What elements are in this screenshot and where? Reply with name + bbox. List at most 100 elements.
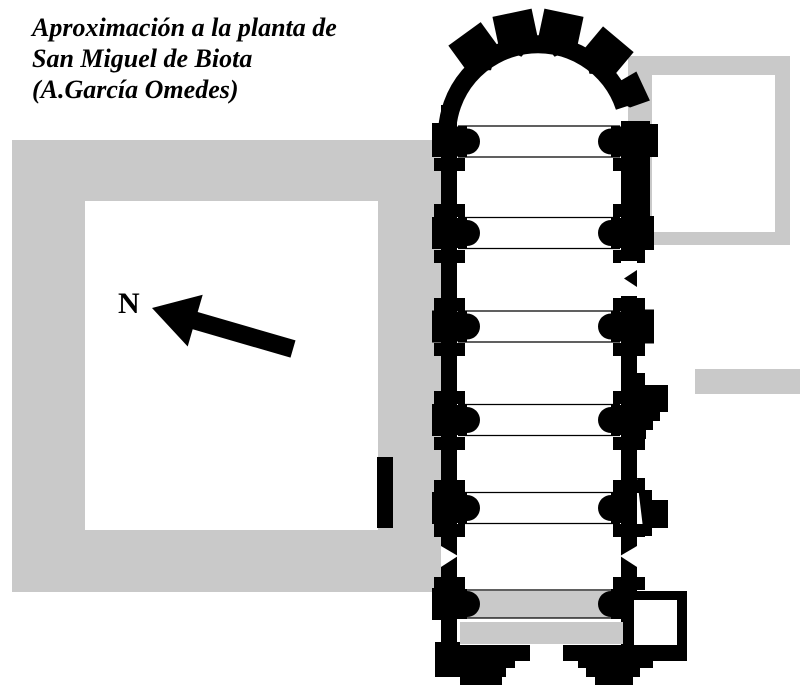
north-label: N: [118, 287, 140, 320]
apse-buttress: [492, 8, 538, 57]
wall-nub-inner-left: [457, 298, 465, 311]
cloister-door-bar: [377, 457, 393, 528]
respond-half-column-left: [467, 128, 480, 155]
wall-nub-inner-left: [457, 524, 465, 537]
portal-step: [443, 661, 515, 668]
plan-title-line1: Aproximación a la planta de: [32, 13, 337, 42]
pilaster-outer-left: [432, 217, 442, 249]
pilaster-inner-left: [457, 493, 467, 523]
pilaster-inner-left: [457, 126, 467, 157]
respond-half-column-left: [467, 220, 480, 246]
wall-nub-inner-right: [613, 343, 621, 356]
apse-buttresses: [448, 8, 650, 108]
wall-nub-outer-left: [434, 343, 441, 356]
wall-nub-inner-right: [613, 204, 621, 217]
plan-title: Aproximación a la planta de San Miguel d…: [32, 12, 337, 105]
sacristy-outline: [628, 56, 790, 245]
wall-nub-outer-right: [637, 204, 645, 217]
north-compass: N: [118, 287, 296, 358]
side-doors: [441, 261, 637, 567]
wall-nub-outer-right: [637, 250, 645, 263]
respond-half-column-left: [467, 407, 480, 433]
wall-nub-outer-right: [637, 577, 645, 590]
respond-half-column-right: [598, 495, 611, 521]
plan-title-line2: San Miguel de Biota: [32, 44, 253, 73]
pilaster-inner-left: [457, 218, 467, 248]
respond-half-column-left: [467, 313, 480, 340]
wall-nub-outer-right: [637, 158, 645, 171]
wall-nub-outer-right: [637, 298, 645, 311]
portal-wall-right: [563, 645, 687, 661]
nave-right-wall: [621, 250, 637, 646]
pilaster-outer-right: [650, 124, 658, 157]
west-wall-portal: [435, 642, 687, 685]
buttress-steps: [637, 385, 668, 439]
wall-nub-outer-left: [434, 577, 441, 590]
transverse-arches: [432, 123, 658, 620]
wall-nub-inner-right: [613, 437, 621, 450]
portal-step: [460, 677, 502, 685]
pilaster-inner-left: [457, 405, 467, 435]
wall-nub-inner-left: [457, 343, 465, 356]
pilaster-inner-right: [611, 589, 621, 619]
nave-left-wall: [441, 105, 457, 646]
pilaster-inner-right: [611, 493, 621, 523]
south-door-splay: [620, 546, 637, 567]
wall-nub-inner-right: [613, 391, 621, 404]
portal-step: [443, 668, 506, 677]
foot-bay-floor: [460, 622, 623, 644]
wall-nub-inner-right: [613, 524, 621, 537]
cloister-gallery: [12, 140, 444, 592]
pilaster-outer-left: [432, 588, 442, 620]
respond-half-column-right: [598, 220, 611, 246]
wall-nub-inner-right: [613, 298, 621, 311]
wall-nub-outer-left: [434, 250, 441, 263]
portal-wall-left: [443, 645, 530, 661]
wall-nub-outer-left: [434, 480, 441, 493]
foot-bay-shading: [457, 591, 623, 644]
tower-interior: [634, 600, 677, 647]
north-door-splay: [441, 546, 458, 567]
portal-step: [595, 677, 633, 685]
pilaster-inner-right: [611, 405, 621, 435]
wall-nub-outer-left: [434, 437, 441, 450]
pilaster-inner-right: [611, 218, 621, 248]
pilaster-outer-right: [637, 309, 654, 344]
respond-half-column-right: [598, 313, 611, 340]
respond-half-column-right: [598, 407, 611, 433]
wall-nub-outer-right: [637, 343, 645, 356]
apse-buttress: [448, 22, 499, 71]
pilaster-outer-left: [432, 492, 442, 524]
portal-step: [578, 661, 653, 668]
portal-step: [586, 668, 640, 677]
pilaster-inner-left: [457, 589, 467, 619]
foot-bay-band: [457, 591, 621, 618]
apse-buttress: [538, 8, 584, 57]
pilaster-outer-left: [432, 310, 442, 343]
respond-half-column-left: [467, 591, 480, 617]
wall-nub-outer-left: [434, 204, 441, 217]
wall-nub-inner-right: [613, 577, 621, 590]
wall-nub-inner-left: [457, 158, 465, 171]
pilaster-outer-left: [432, 404, 442, 436]
wall-nub-inner-right: [613, 158, 621, 171]
respond-half-column-left: [467, 495, 480, 521]
respond-half-column-right: [598, 591, 611, 617]
apse-buttress: [583, 26, 634, 76]
respond-half-column-right: [598, 128, 611, 155]
wall-nub-outer-left: [434, 391, 441, 404]
annex-wall-fragment: [695, 369, 800, 394]
plan-title-line3: (A.García Omedes): [32, 75, 239, 104]
wall-nub-outer-left: [434, 158, 441, 171]
wall-nub-outer-left: [434, 524, 441, 537]
north-arrow: [152, 294, 296, 358]
wall-nub-outer-left: [434, 298, 441, 311]
right-stepped-buttress-lower: [637, 478, 668, 536]
wall-nub-outer-right: [637, 524, 645, 537]
wall-nub-inner-right: [613, 250, 621, 263]
buttress-step: [637, 373, 645, 385]
sacristy-door-splay: [624, 270, 637, 287]
right-stepped-buttress-upper: [637, 373, 668, 439]
